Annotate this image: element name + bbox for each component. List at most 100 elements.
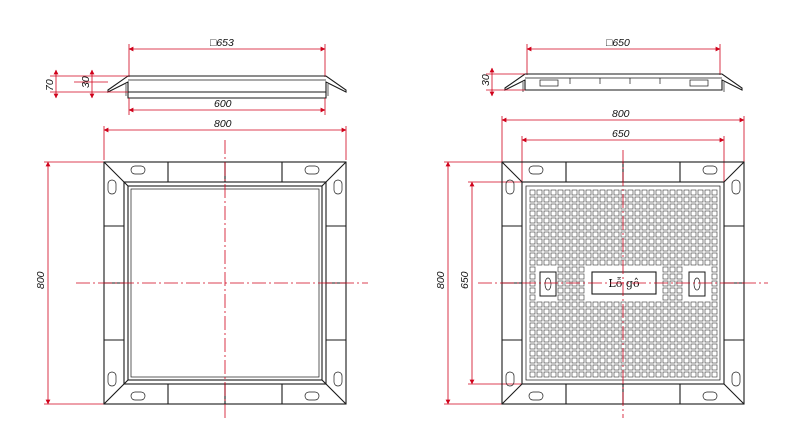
grid-cell <box>564 371 571 378</box>
grid-cell <box>627 259 634 266</box>
grid-cell <box>683 217 690 224</box>
grid-cell <box>704 189 711 196</box>
grid-cell <box>529 350 536 357</box>
grid-cell <box>536 196 543 203</box>
grid-cell <box>592 259 599 266</box>
grid-cell <box>697 357 704 364</box>
grid-cell <box>662 217 669 224</box>
grid-cell <box>571 238 578 245</box>
grid-cell <box>634 371 641 378</box>
grid-cell <box>655 252 662 259</box>
grid-cell <box>620 231 627 238</box>
grid-cell <box>543 350 550 357</box>
grid-cell <box>557 231 564 238</box>
grid-cell <box>704 315 711 322</box>
grid-cell <box>655 315 662 322</box>
grid-cell <box>641 189 648 196</box>
grid-cell <box>704 308 711 315</box>
grid-cell <box>599 364 606 371</box>
grid-cell <box>543 364 550 371</box>
grid-cell <box>536 350 543 357</box>
grid-cell <box>683 196 690 203</box>
grid-cell <box>557 357 564 364</box>
grid-cell <box>676 371 683 378</box>
grid-cell <box>669 336 676 343</box>
grid-cell <box>690 308 697 315</box>
grid-cell <box>711 350 718 357</box>
grid-cell <box>571 273 578 280</box>
grid-cell <box>571 315 578 322</box>
grid-cell <box>648 224 655 231</box>
grid-cell <box>655 238 662 245</box>
grid-cell <box>662 350 669 357</box>
grid-cell <box>669 245 676 252</box>
grid-cell <box>711 364 718 371</box>
grid-cell <box>536 217 543 224</box>
grid-cell <box>697 203 704 210</box>
grid-cell <box>704 259 711 266</box>
grid-cell <box>550 252 557 259</box>
grid-cell <box>578 217 585 224</box>
grid-cell <box>529 329 536 336</box>
grid-cell <box>543 224 550 231</box>
grid-cell <box>648 238 655 245</box>
grid-cell <box>543 308 550 315</box>
grid-cell <box>669 322 676 329</box>
grid-cell <box>571 329 578 336</box>
grid-cell <box>606 364 613 371</box>
grid-cell <box>599 210 606 217</box>
grid-cell <box>655 322 662 329</box>
grid-cell <box>655 329 662 336</box>
grid-cell <box>641 301 648 308</box>
grid-cell <box>634 189 641 196</box>
grid-cell <box>585 329 592 336</box>
grid-cell <box>697 364 704 371</box>
grid-cell <box>634 224 641 231</box>
grid-cell <box>606 308 613 315</box>
grid-cell <box>648 189 655 196</box>
grid-cell <box>592 210 599 217</box>
grid-cell <box>676 301 683 308</box>
grid-cell <box>711 343 718 350</box>
grid-cell <box>536 210 543 217</box>
grid-cell <box>550 238 557 245</box>
grid-cell <box>592 196 599 203</box>
grid-cell <box>627 217 634 224</box>
grid-cell <box>683 210 690 217</box>
grid-cell <box>578 336 585 343</box>
grid-cell <box>711 238 718 245</box>
grid-cell <box>662 357 669 364</box>
grid-cell <box>648 357 655 364</box>
grid-cell <box>704 371 711 378</box>
grid-cell <box>690 224 697 231</box>
grid-cell <box>711 280 718 287</box>
grid-cell <box>704 203 711 210</box>
grid-cell <box>564 266 571 273</box>
grid-cell <box>606 336 613 343</box>
grid-cell <box>620 350 627 357</box>
grid-cell <box>676 329 683 336</box>
grid-cell <box>697 301 704 308</box>
grid-cell <box>690 343 697 350</box>
grid-cell <box>550 329 557 336</box>
grid-cell <box>711 259 718 266</box>
grid-cell <box>648 350 655 357</box>
grid-cell <box>669 350 676 357</box>
grid-cell <box>529 357 536 364</box>
grid-cell <box>690 231 697 238</box>
grid-cell <box>613 252 620 259</box>
grid-cell <box>543 259 550 266</box>
grid-cell <box>711 266 718 273</box>
grid-cell <box>662 203 669 210</box>
grid-cell <box>557 287 564 294</box>
grid-cell <box>683 189 690 196</box>
grid-cell <box>711 336 718 343</box>
grid-cell <box>599 238 606 245</box>
grid-cell <box>634 315 641 322</box>
grid-cell <box>536 322 543 329</box>
grid-cell <box>557 329 564 336</box>
grid-cell <box>599 231 606 238</box>
left-total-height-dim: 70 <box>44 79 56 91</box>
grid-cell <box>655 301 662 308</box>
grid-cell <box>627 336 634 343</box>
